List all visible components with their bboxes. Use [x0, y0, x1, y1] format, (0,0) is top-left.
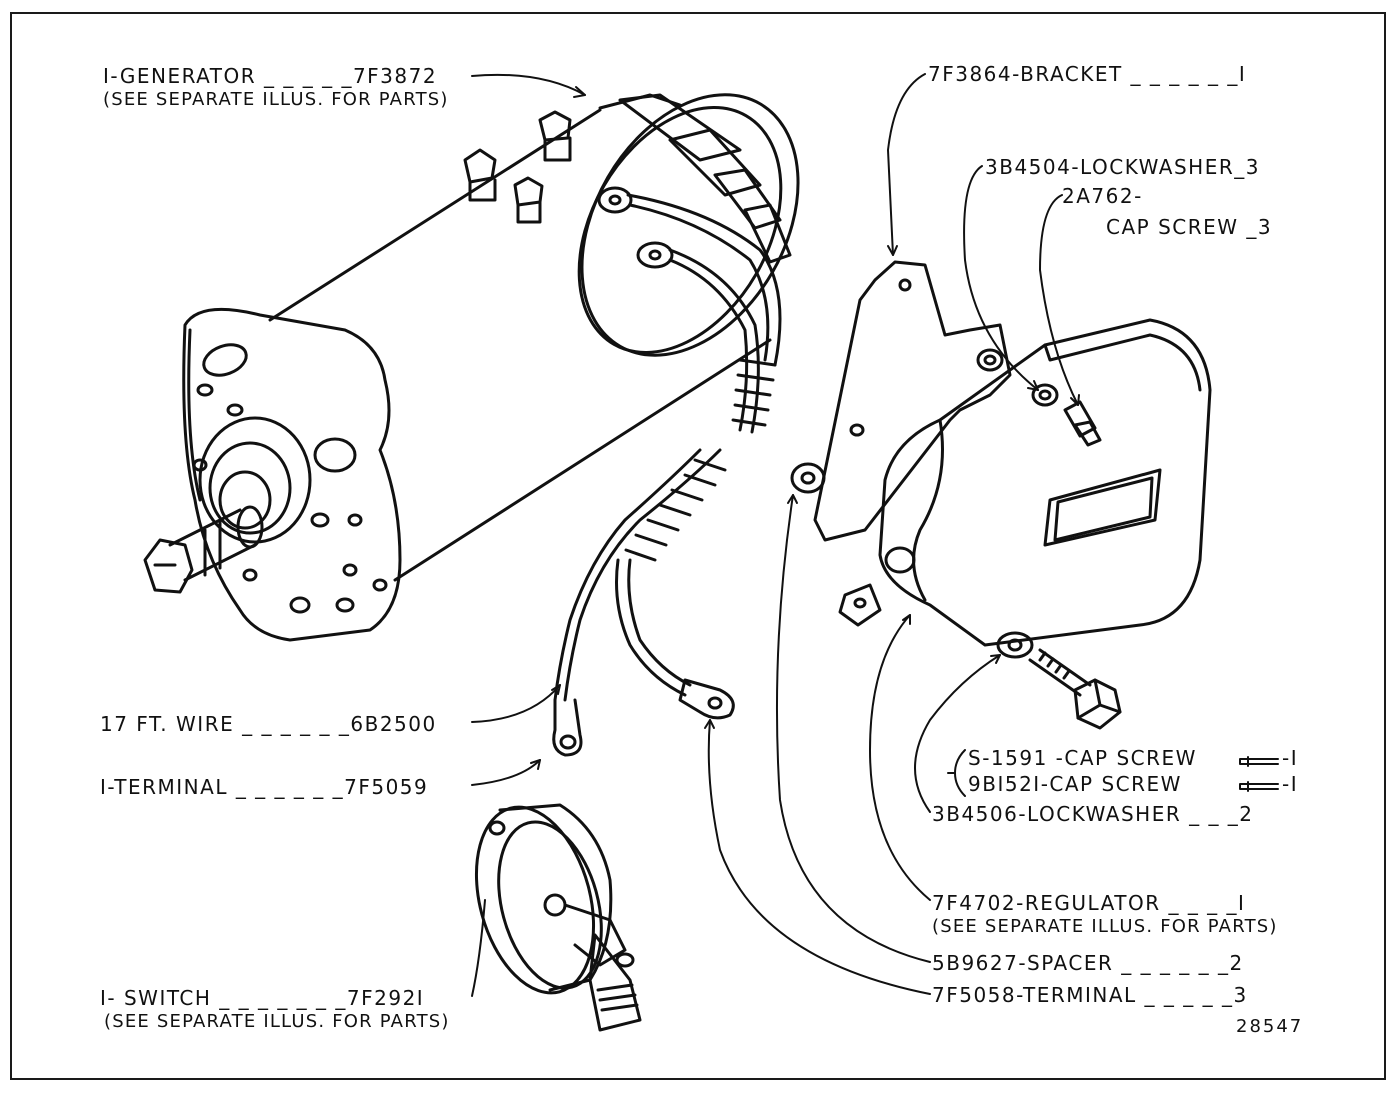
regulator-note: (SEE SEPARATE ILLUS. FOR PARTS) — [932, 916, 1278, 937]
diagram-frame — [10, 12, 1386, 1080]
figure-number: 28547 — [1236, 1016, 1304, 1037]
capscrew-s1591-qty: -I — [1282, 746, 1299, 770]
switch-note: (SEE SEPARATE ILLUS. FOR PARTS) — [104, 1011, 450, 1032]
regulator-label: 7F4702-REGULATOR _ _ _ _I — [932, 891, 1246, 915]
bracket-label: 7F3864-BRACKET _ _ _ _ _ _I — [928, 62, 1247, 86]
wire-label: 17 FT. WIRE _ _ _ _ _ _6B2500 — [100, 712, 437, 736]
spacer-label: 5B9627-SPACER _ _ _ _ _ _2 — [932, 951, 1244, 975]
lockwasher-2-label: 3B4506-LOCKWASHER _ _ _2 — [932, 802, 1254, 826]
generator-drawing — [143, 93, 800, 642]
switch-drawing — [474, 803, 642, 1032]
generator-label: I-GENERATOR _ _ _ _ _7F3872 — [103, 64, 438, 88]
regulator-drawing — [838, 318, 1212, 647]
terminal-right-label: 7F5058-TERMINAL _ _ _ _ _3 — [932, 983, 1248, 1007]
wire-drawing — [552, 448, 735, 757]
capscrew-3-label: CAP SCREW _3 — [1106, 215, 1273, 239]
capscrew-s1591-label: S-1591 -CAP SCREW — [968, 746, 1197, 770]
capscrew-9b1521-qty: -I — [1282, 772, 1299, 796]
terminal-left-label: I-TERMINAL _ _ _ _ _ _7F5059 — [100, 775, 429, 799]
switch-label: I- SWITCH _ _ _ _ _ _ _7F292I — [100, 986, 425, 1010]
leader-lines — [471, 73, 1080, 997]
lockwasher-3-label: 3B4504-LOCKWASHER_3 — [985, 155, 1260, 179]
generator-note: (SEE SEPARATE ILLUS. FOR PARTS) — [103, 89, 449, 110]
bracket-drawing — [813, 260, 1012, 542]
capscrew-9b1521-label: 9BI52I-CAP SCREW — [968, 772, 1182, 796]
capscrew-number-label: 2A762- — [1062, 184, 1143, 208]
hardware-drawing — [790, 383, 1279, 792]
